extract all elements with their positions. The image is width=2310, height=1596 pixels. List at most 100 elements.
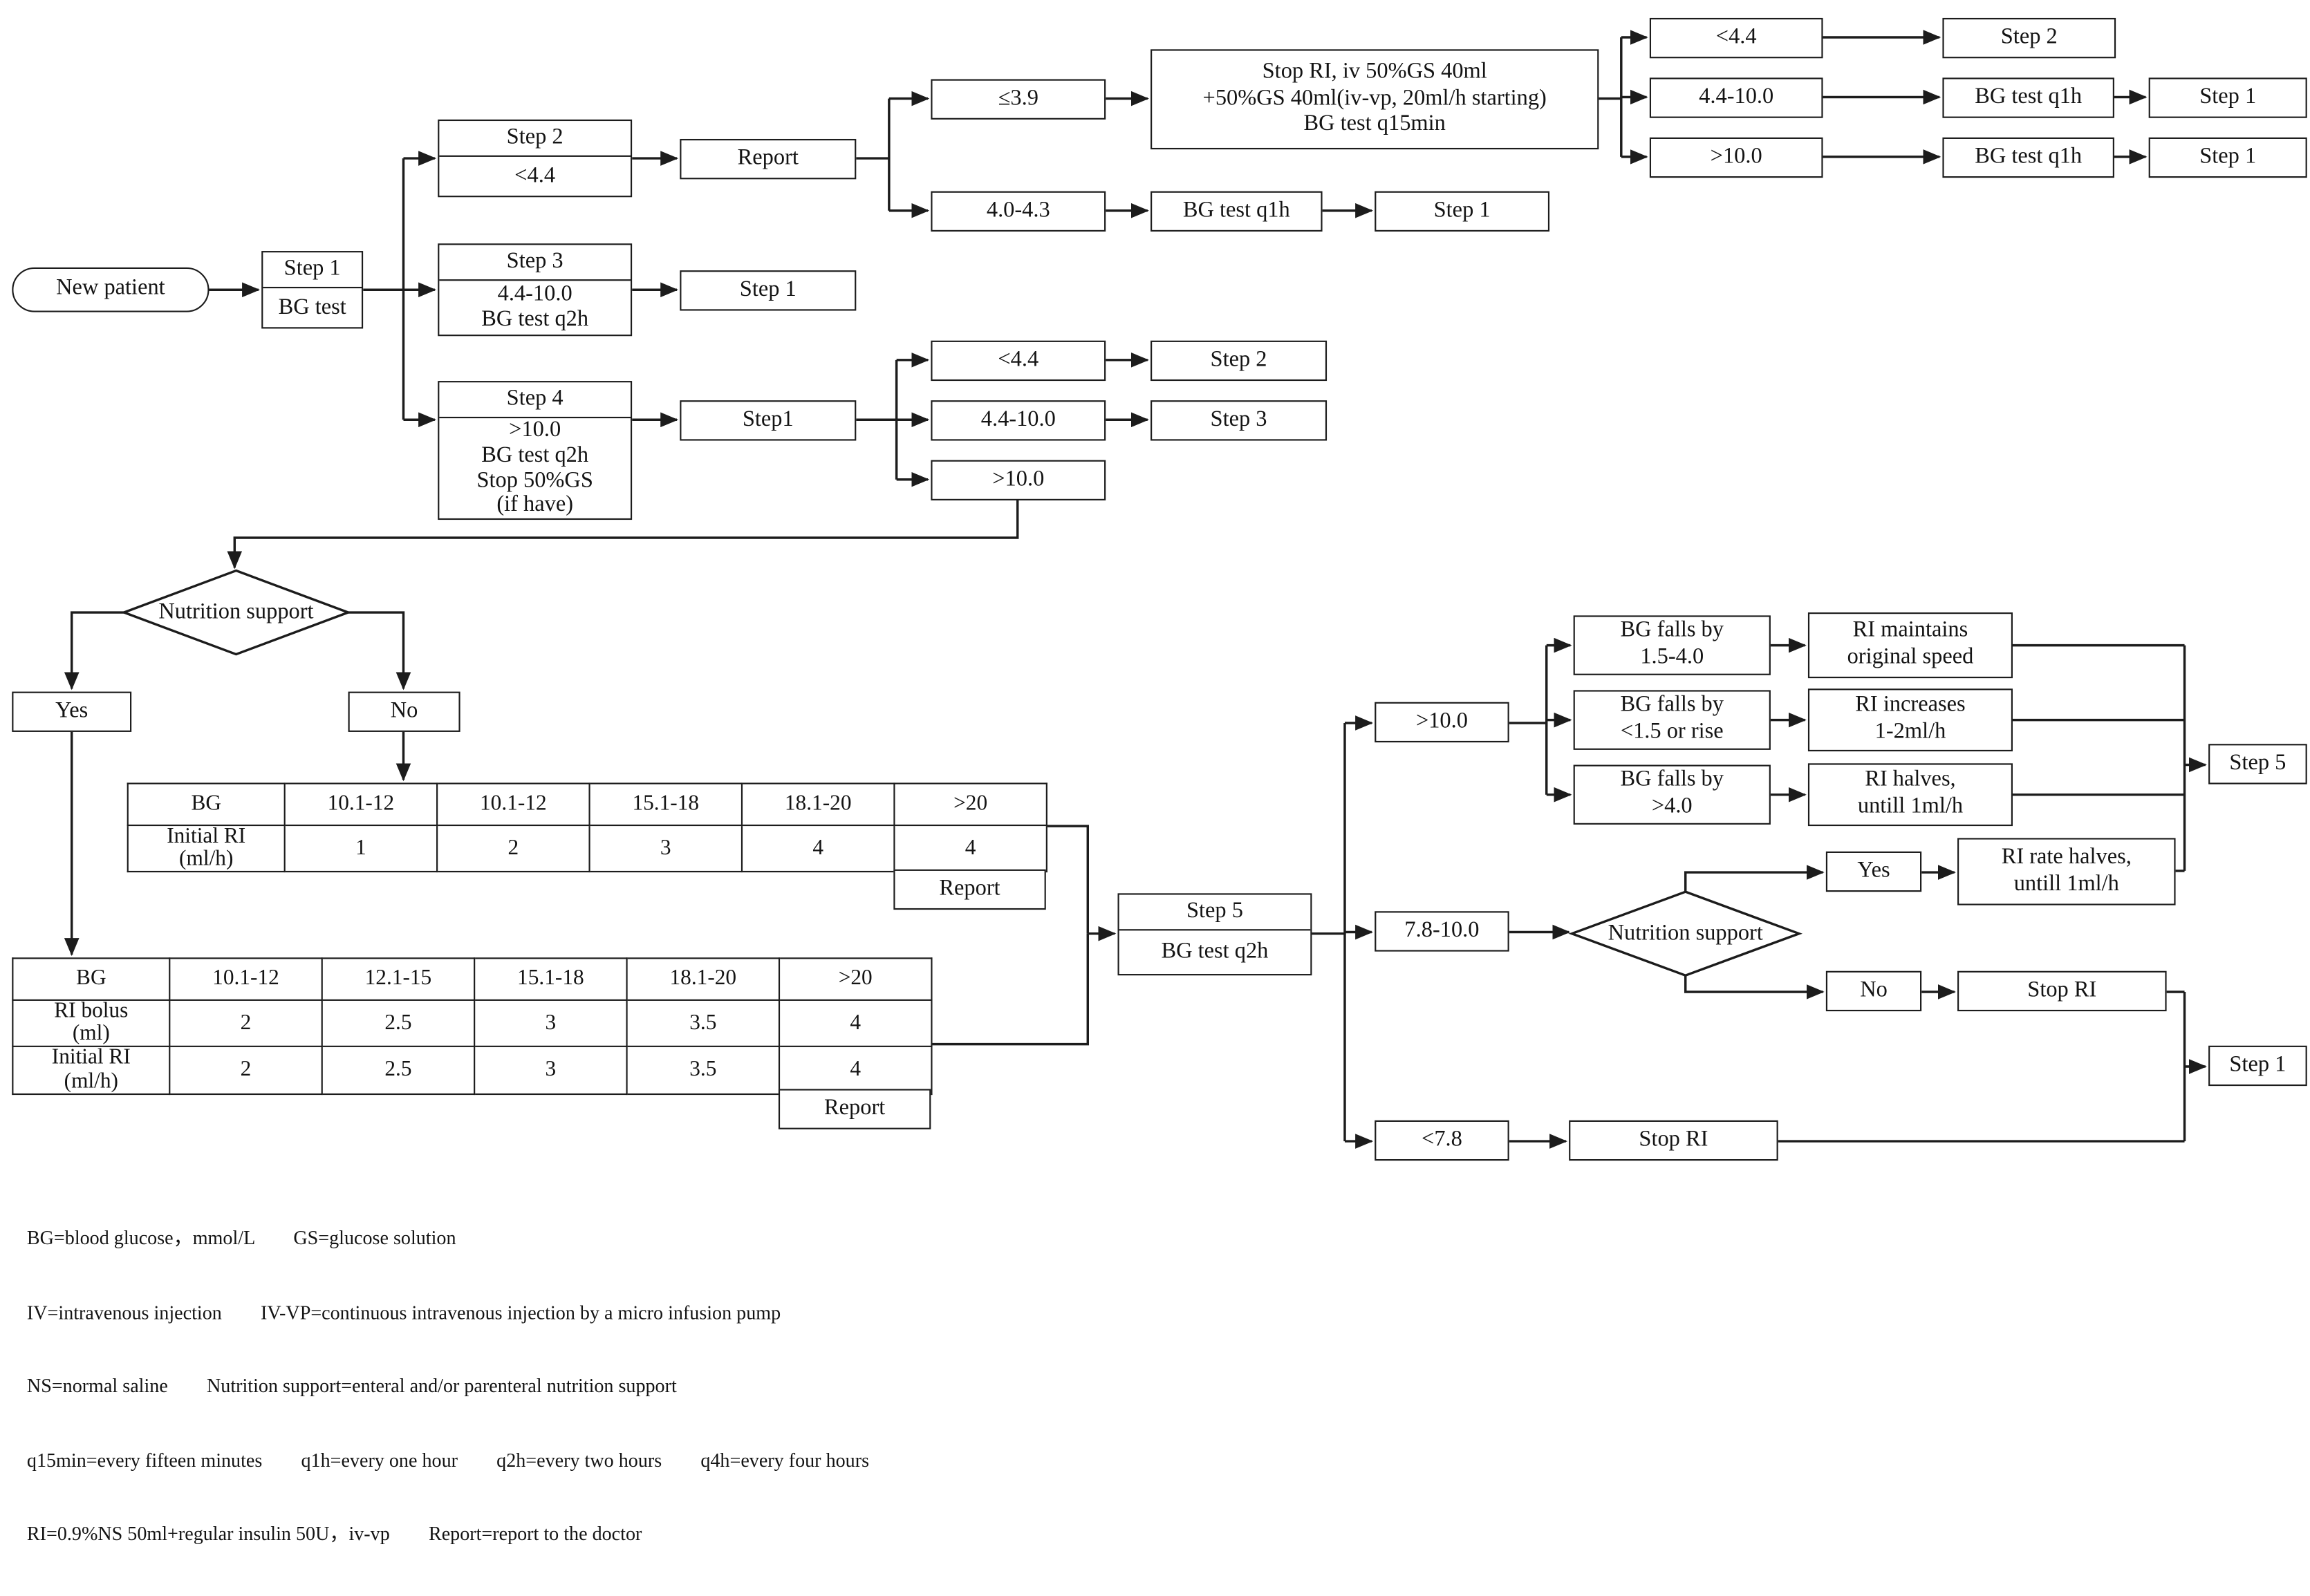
node-hypo-lt44: <4.4 xyxy=(1649,17,1823,59)
node-hypo-44-100-bg-q1h: BG test q1h xyxy=(1942,77,2114,118)
node-range-40-43-step1: Step 1 xyxy=(1375,191,1550,232)
initial-ri-table-no-nutrition: BG 10.1-12 10.1-12 15.1-18 18.1-20 >20 I… xyxy=(127,782,1047,874)
node-table-no-report: Report xyxy=(893,869,1046,910)
legend-line-iv: IV=intravenous injection IV-VP=continuou… xyxy=(26,1300,781,1323)
cell: 2 xyxy=(436,824,590,874)
node-hypo-gt10: >10.0 xyxy=(1649,137,1823,178)
cell: 10.1-12 xyxy=(283,782,438,827)
cell: 12.1-15 xyxy=(321,957,476,1001)
nutrition-support-label-1: Nutrition support xyxy=(158,599,314,624)
table-yes-ri-bolus-row: RI bolus (ml) 2 2.5 3 3.5 4 xyxy=(12,999,933,1048)
node-ri-halves: RI halves, untill 1ml/h xyxy=(1807,763,2013,827)
flowchart-canvas: New patient Step 1 BG test Step 2 <4.4 R… xyxy=(12,17,2307,1545)
node-ri-increases: RI increases 1-2ml/h xyxy=(1807,688,2013,752)
node-s5-gt10: >10.0 xyxy=(1375,702,1509,743)
node-stop-ri-1: Stop RI xyxy=(1957,970,2167,1012)
node-hypo-44-100: 4.4-10.0 xyxy=(1649,77,1823,118)
cell: 3 xyxy=(474,1046,628,1095)
cell: 15.1-18 xyxy=(474,957,628,1001)
cell: 2 xyxy=(169,999,323,1048)
nutrition-support-diamond-2 xyxy=(1568,890,1803,977)
cell: BG xyxy=(12,957,171,1001)
node-s4-44-100-step3: Step 3 xyxy=(1151,400,1328,441)
node-nutrition1-no: No xyxy=(348,691,460,732)
node-s4-lt44-step2: Step 2 xyxy=(1151,340,1328,382)
cell: 3.5 xyxy=(626,999,781,1048)
node-report-top: Report xyxy=(680,138,857,180)
node-step1-title: Step 1 xyxy=(263,252,362,289)
node-step5-body: BG test q2h xyxy=(1161,939,1269,964)
cell: 18.1-20 xyxy=(626,957,781,1001)
node-step3-title: Step 3 xyxy=(439,245,631,281)
node-step3-44-100: Step 3 4.4-10.0 BG test q2h xyxy=(438,243,633,337)
nutrition-support-diamond-1 xyxy=(120,569,352,656)
cell: >20 xyxy=(893,782,1047,827)
cell: 2.5 xyxy=(321,1046,476,1095)
node-step5-title: Step 5 xyxy=(1119,894,1311,931)
node-step4-next-step1: Step1 xyxy=(680,400,857,441)
cell: Initial RI (ml/h) xyxy=(12,1046,171,1095)
table-yes-header-row: BG 10.1-12 12.1-15 15.1-18 18.1-20 >20 xyxy=(12,957,933,1001)
legend: BG=blood glucose，mmol/L GS=glucose solut… xyxy=(27,1177,869,1596)
node-range-le3-9: ≤3.9 xyxy=(931,79,1106,120)
node-range-40-43: 4.0-4.3 xyxy=(931,191,1106,232)
node-hypo-44-100-step1: Step 1 xyxy=(2148,77,2307,118)
node-loop-step5: Step 5 xyxy=(2208,744,2307,785)
node-nutrition1-yes: Yes xyxy=(12,691,132,732)
node-new-patient: New patient xyxy=(12,267,209,312)
node-hypo-gt10-step1: Step 1 xyxy=(2148,137,2307,178)
cell: 10.1-12 xyxy=(169,957,323,1001)
cell: 3 xyxy=(474,999,628,1048)
node-nutrition2-no: No xyxy=(1825,970,1922,1012)
cell: 3 xyxy=(588,824,743,874)
cell: 18.1-20 xyxy=(740,782,895,827)
node-step3-body: 4.4-10.0 BG test q2h xyxy=(481,282,589,332)
legend-line-ri-report: RI=0.9%NS 50ml+regular insulin 50U，iv-vp… xyxy=(26,1522,642,1545)
cell: 1 xyxy=(283,824,438,874)
nutrition-support-label-2: Nutrition support xyxy=(1608,921,1763,945)
cell: 4 xyxy=(778,1046,933,1095)
node-bg-falls-lt15: BG falls by <1.5 or rise xyxy=(1573,690,1771,750)
legend-line-ns: NS=normal saline Nutrition support=enter… xyxy=(26,1374,677,1397)
table-no-header-row: BG 10.1-12 10.1-12 15.1-18 18.1-20 >20 xyxy=(127,782,1047,827)
node-step2-lt44: Step 2 <4.4 xyxy=(438,119,633,198)
legend-line-frequency: q15min=every fifteen minutes q1h=every o… xyxy=(26,1448,870,1471)
cell: 4 xyxy=(893,824,1047,874)
cell: Initial RI (ml/h) xyxy=(127,824,286,874)
flow-connectors xyxy=(64,30,2207,1149)
node-ri-maintains: RI maintains original speed xyxy=(1807,612,2013,679)
cell: 2 xyxy=(169,1046,323,1095)
node-range-40-43-bg-q1h: BG test q1h xyxy=(1151,191,1323,232)
cell: 4 xyxy=(740,824,895,874)
connector-lines xyxy=(64,30,2207,1149)
node-nutrition2-yes: Yes xyxy=(1825,851,1922,892)
node-step5-bg-q2h: Step 5 BG test q2h xyxy=(1117,893,1312,976)
node-loop-step1: Step 1 xyxy=(2208,1045,2307,1087)
node-hypoglycemia-action: Stop RI, iv 50%GS 40ml +50%GS 40ml(iv-vp… xyxy=(1151,49,1599,150)
node-s5-78-100: 7.8-10.0 xyxy=(1375,911,1509,952)
node-bg-falls-15-40: BG falls by 1.5-4.0 xyxy=(1573,615,1771,675)
node-hypo-gt10-bg-q1h: BG test q1h xyxy=(1942,137,2114,178)
cell: 10.1-12 xyxy=(436,782,590,827)
cell: 4 xyxy=(778,999,933,1048)
node-step2-title: Step 2 xyxy=(439,121,631,157)
cell: RI bolus (ml) xyxy=(12,999,171,1048)
cell: >20 xyxy=(778,957,933,1001)
node-bg-falls-gt40: BG falls by >4.0 xyxy=(1573,764,1771,825)
node-step4-title: Step 4 xyxy=(439,382,631,418)
node-s4-44-100: 4.4-10.0 xyxy=(931,400,1106,441)
node-step3-next-step1: Step 1 xyxy=(680,270,857,311)
table-yes-initial-ri-row: Initial RI (ml/h) 2 2.5 3 3.5 4 xyxy=(12,1046,933,1095)
node-table-yes-report: Report xyxy=(778,1089,931,1129)
cell: 2.5 xyxy=(321,999,476,1048)
cell: BG xyxy=(127,782,286,827)
node-s5-lt78: <7.8 xyxy=(1375,1120,1509,1161)
node-ri-rate-halves: RI rate halves, untill 1ml/h xyxy=(1957,838,2176,905)
node-step2-body: <4.4 xyxy=(514,163,556,188)
cell: 3.5 xyxy=(626,1046,781,1095)
initial-ri-table-yes-nutrition: BG 10.1-12 12.1-15 15.1-18 18.1-20 >20 R… xyxy=(12,957,933,1095)
node-stop-ri-2: Stop RI xyxy=(1569,1120,1778,1161)
cell: 15.1-18 xyxy=(588,782,743,827)
node-step4-body: >10.0 BG test q2h Stop 50%GS (if have) xyxy=(476,417,593,518)
legend-line-bg-gs: BG=blood glucose，mmol/L GS=glucose solut… xyxy=(26,1226,456,1249)
